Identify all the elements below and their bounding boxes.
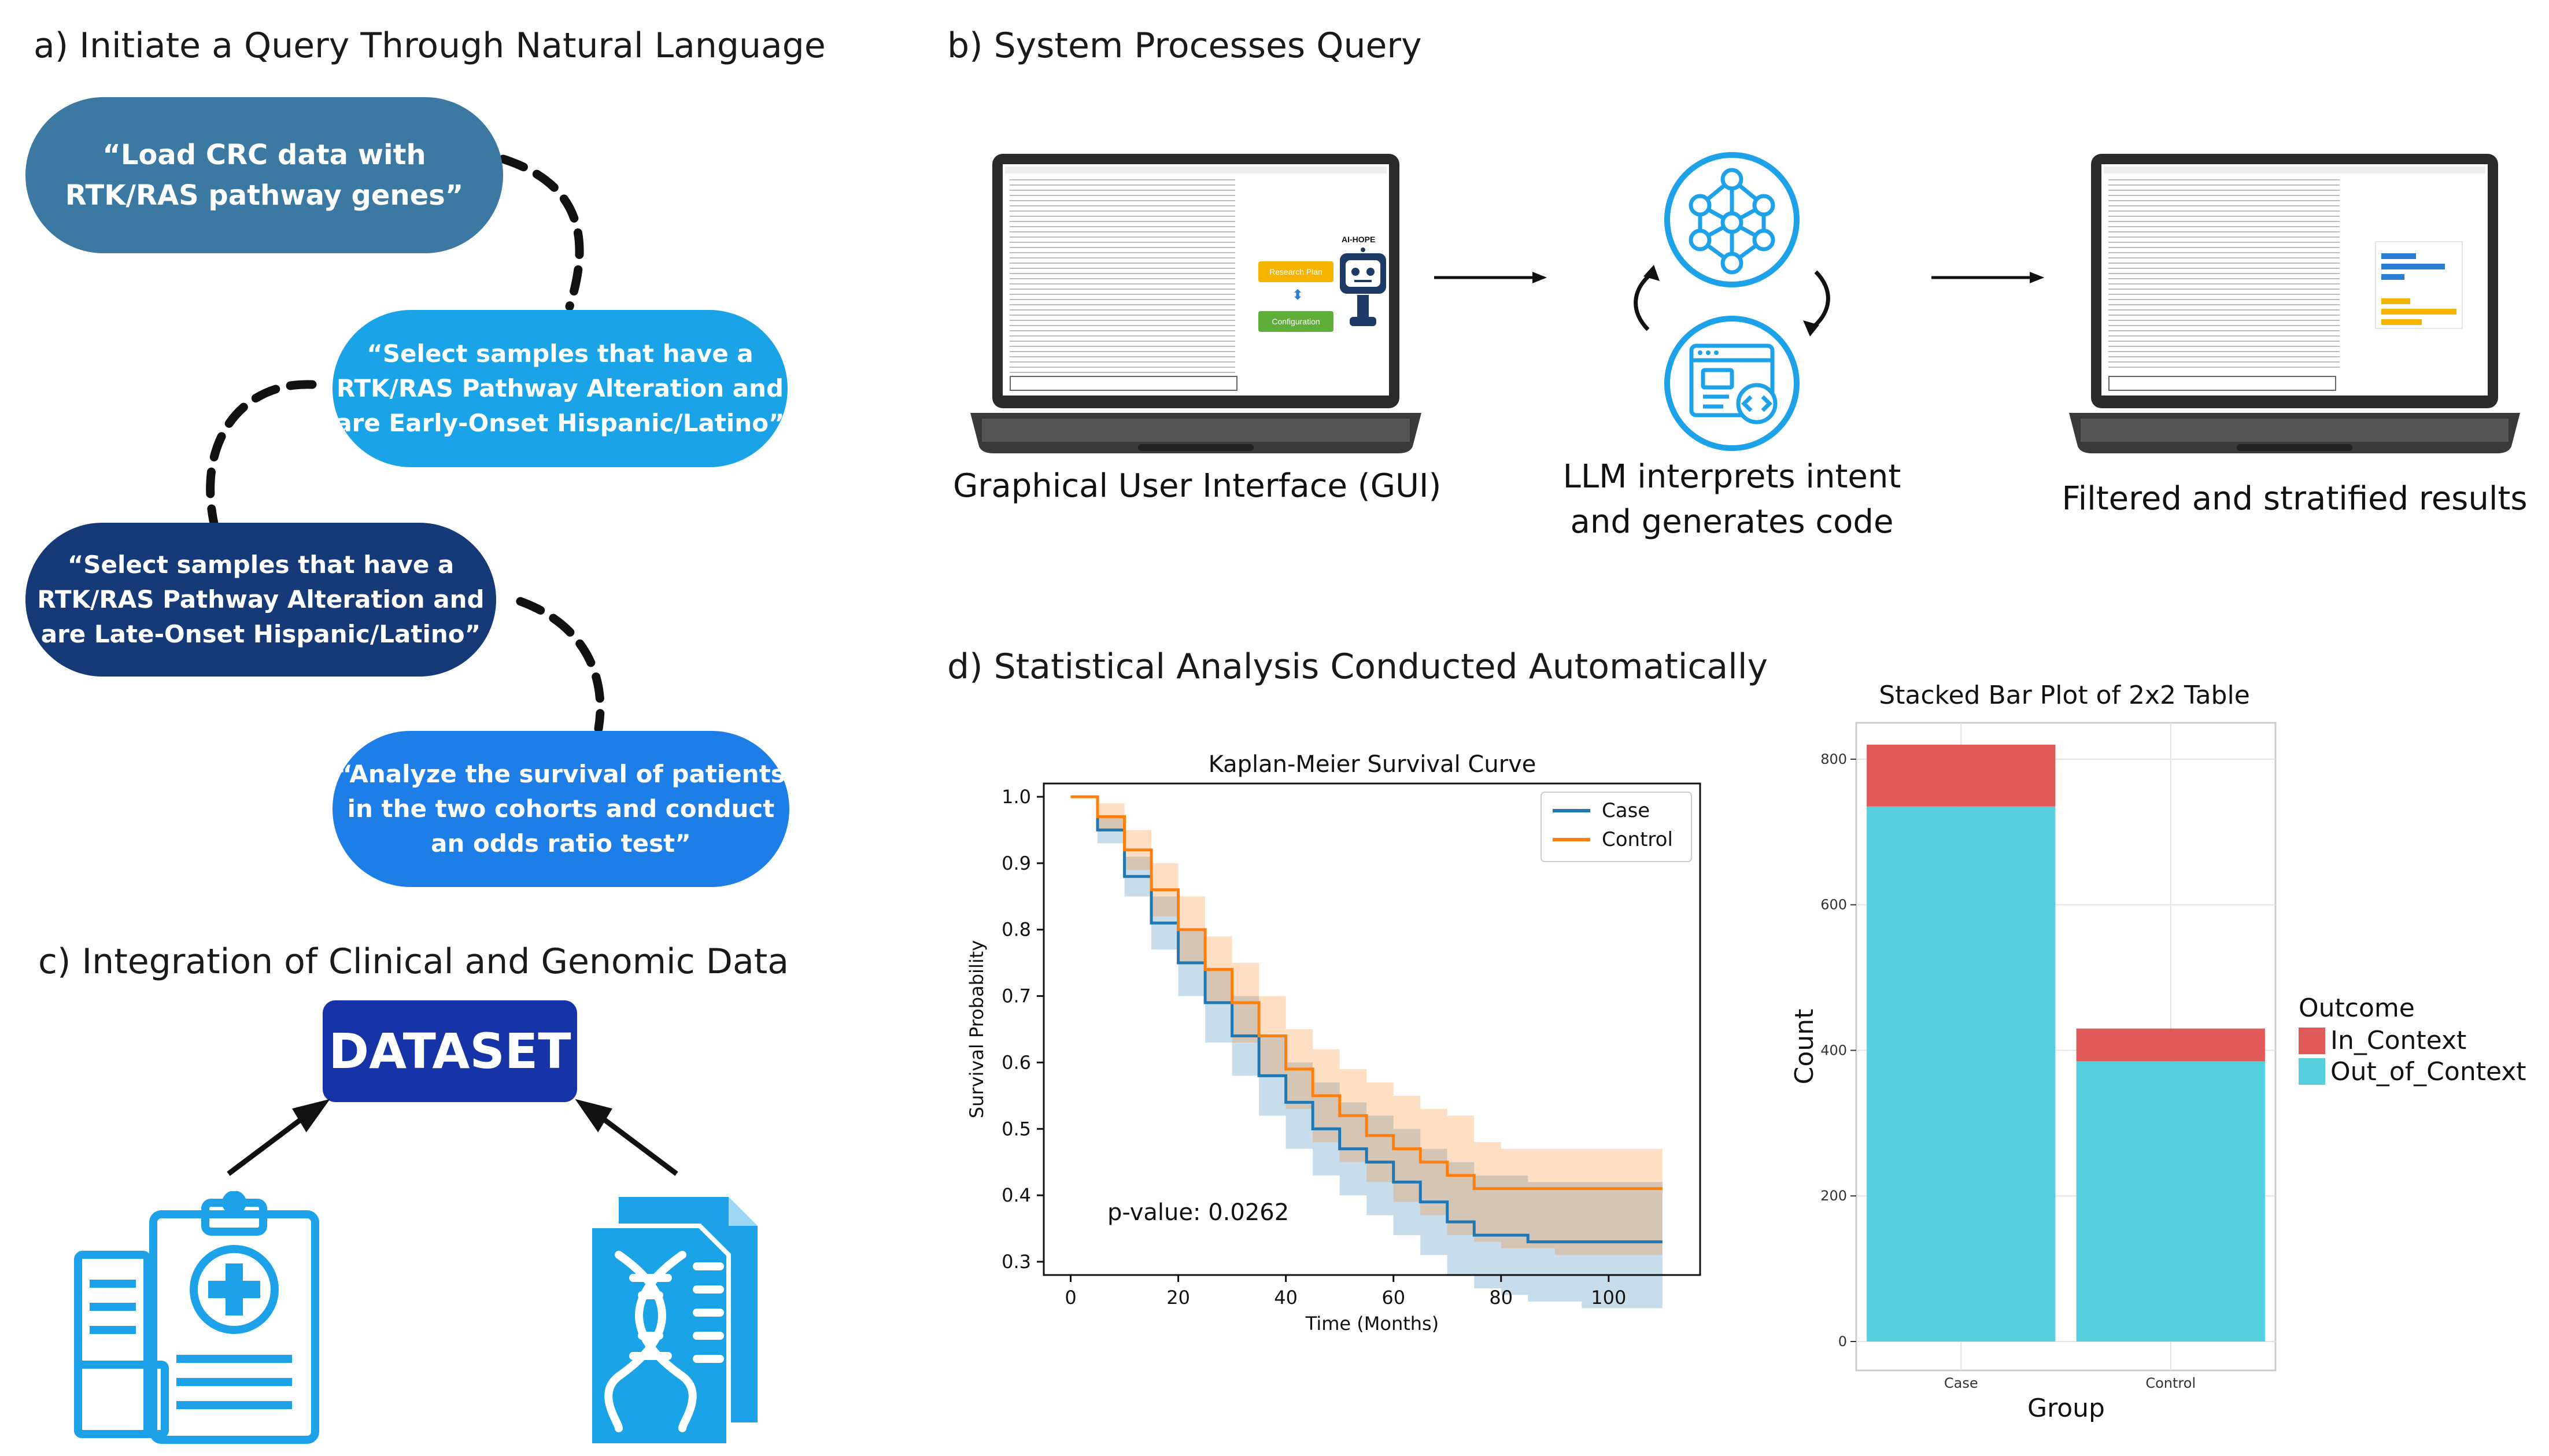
bar-control-in-context <box>2076 1028 2265 1062</box>
bar-legend-in-context: In_Context <box>2330 1026 2466 1055</box>
bubble-3-line-2: RTK/RAS Pathway Alteration and <box>37 585 485 614</box>
flow-arrow-2 <box>1931 272 2044 283</box>
bar-case-in-context <box>1867 744 2056 807</box>
km-ytick-label: 0.3 <box>1002 1251 1031 1273</box>
dna-document-icon <box>588 1197 758 1446</box>
km-ytick-label: 0.7 <box>1002 985 1031 1007</box>
clipboard-medical-icon <box>74 1191 319 1444</box>
km-xtick-label: 0 <box>1065 1287 1076 1309</box>
query-bubble-2: “Select samples that have a RTK/RAS Pathw… <box>333 310 788 467</box>
bar-control-out-of-context <box>2076 1061 2265 1342</box>
km-legend: Case Control <box>1541 792 1692 862</box>
km-plot-frame <box>1043 782 1701 1276</box>
research-plan-label: Research Plan <box>1269 267 1322 276</box>
robot-label: AI-HOPE <box>1342 235 1376 244</box>
bar-ylabel: Count <box>1790 1009 1819 1085</box>
bar-xlabel: Group <box>2027 1394 2105 1423</box>
bar-legend-title: Outcome <box>2299 993 2415 1023</box>
llm-caption-line-2: and generates code <box>1570 503 1894 541</box>
neural-network-icon <box>1664 152 1800 287</box>
dataset-label: DATASET <box>328 1023 571 1080</box>
mini-bar-chart <box>2358 230 2474 340</box>
bubble-1-line-1: “Load CRC data with <box>102 139 426 171</box>
query-bubble-3: “Select samples that have a RTK/RAS Pathw… <box>25 523 496 677</box>
km-xlabel: Time (Months) <box>1305 1313 1439 1335</box>
bar-ytick-label: 0 <box>1838 1333 1847 1350</box>
results-screen-content <box>2104 167 2485 393</box>
gui-caption: Graphical User Interface (GUI) <box>953 467 1442 505</box>
bar-legend-swatch-out-of-context <box>2299 1058 2325 1085</box>
results-caption: Filtered and stratified results <box>2062 480 2528 518</box>
research-plan-button[interactable]: Research Plan <box>1258 261 1333 282</box>
km-legend-case: Case <box>1602 799 1650 822</box>
cycle-arrows-icon <box>1634 265 1830 337</box>
results-laptop <box>2063 151 2526 463</box>
query-bubble-4: “Analyze the survival of patients in the … <box>333 731 789 887</box>
km-ytick-label: 1.0 <box>1002 786 1031 808</box>
code-window-icon <box>1664 316 1800 451</box>
bar-ytick-label: 200 <box>1820 1188 1847 1204</box>
configuration-button[interactable]: Configuration <box>1258 311 1333 332</box>
connector-1-2 <box>498 154 584 311</box>
bubble-1-line-2: RTK/RAS pathway genes” <box>65 179 464 212</box>
km-xtick-label: 20 <box>1166 1287 1190 1309</box>
connector-2-3 <box>206 380 317 528</box>
km-xtick-label: 80 <box>1489 1287 1513 1309</box>
robot-icon <box>1340 247 1386 326</box>
bar-ytick-label: 800 <box>1820 751 1847 767</box>
bar-title: Stacked Bar Plot of 2x2 Table <box>1879 681 2250 710</box>
km-line-control <box>1070 795 1663 1191</box>
gui-laptop: Research Plan ⬍ Configuration AI-HOPE <box>965 151 1427 463</box>
section-b-title: b) System Processes Query <box>947 25 1422 66</box>
bubble-2-line-3: are Early-Onset Hispanic/Latino” <box>335 409 785 437</box>
bar-legend-out-of-context: Out_of_Context <box>2330 1057 2526 1087</box>
km-ylabel: Survival Probability <box>966 940 988 1118</box>
bar-xtick-label: Control <box>2145 1375 2196 1391</box>
bar-xtick-label: Case <box>1944 1375 1978 1391</box>
km-ci-band-case <box>1070 796 1663 1309</box>
gui-screen-content: Research Plan ⬍ Configuration AI-HOPE <box>1005 167 1387 393</box>
km-xtick-label: 60 <box>1381 1287 1405 1309</box>
km-pvalue-annotation: p-value: 0.0262 <box>1107 1199 1289 1226</box>
bar-case-out-of-context <box>1867 806 2056 1342</box>
km-ytick-label: 0.6 <box>1002 1051 1031 1073</box>
km-ytick-label: 0.5 <box>1002 1118 1031 1140</box>
km-xtick-label: 40 <box>1274 1287 1298 1309</box>
bubble-3-line-1: “Select samples that have a <box>67 550 455 579</box>
flow-arrow-1 <box>1434 272 1547 283</box>
km-line-case <box>1070 795 1663 1244</box>
km-legend-control: Control <box>1602 828 1673 851</box>
dashed-connectors <box>206 154 605 733</box>
bar-legend: Outcome In_Context Out_of_Context <box>2299 993 2526 1087</box>
bubble-2-line-1: “Select samples that have a <box>367 339 753 368</box>
km-ytick-label: 0.8 <box>1002 919 1031 941</box>
bubble-4-line-1: “Analyze the survival of patients <box>337 760 785 788</box>
connector-3-4 <box>516 597 605 733</box>
bubble-4-line-3: an odds ratio test” <box>431 829 691 858</box>
km-xtick-label: 100 <box>1591 1287 1626 1309</box>
km-title: Kaplan-Meier Survival Curve <box>1209 751 1536 778</box>
dataset-box: DATASET <box>323 1000 577 1102</box>
section-a-title: a) Initiate a Query Through Natural Lang… <box>34 25 826 66</box>
llm-caption-line-1: LLM interprets intent <box>1562 458 1901 496</box>
bubble-3-line-3: are Late-Onset Hispanic/Latino” <box>40 620 481 648</box>
bubble-4-line-2: in the two cohorts and conduct <box>347 794 775 823</box>
kaplan-meier-chart: Kaplan-Meier Survival Curve 0 20 40 60 80 100… <box>966 751 1701 1335</box>
section-d-title: d) Statistical Analysis Conducted Automa… <box>947 646 1768 687</box>
bubble-2-line-2: RTK/RAS Pathway Alteration and <box>336 374 784 402</box>
stacked-bar-chart: Stacked Bar Plot of 2x2 Table 0 200 400 600… <box>1790 681 2526 1423</box>
section-c-title: c) Integration of Clinical and Genomic D… <box>38 941 789 982</box>
km-ci-band-control <box>1070 796 1663 1255</box>
dataset-arrows <box>227 1099 678 1176</box>
configuration-label: Configuration <box>1272 317 1320 326</box>
swap-arrow-icon: ⬍ <box>1292 287 1304 303</box>
km-ytick-label: 0.9 <box>1002 852 1031 874</box>
bar-ytick-label: 600 <box>1820 897 1847 913</box>
km-ytick-label: 0.4 <box>1002 1184 1031 1206</box>
bar-legend-swatch-in-context <box>2299 1028 2325 1054</box>
bar-ytick-label: 400 <box>1820 1042 1847 1058</box>
